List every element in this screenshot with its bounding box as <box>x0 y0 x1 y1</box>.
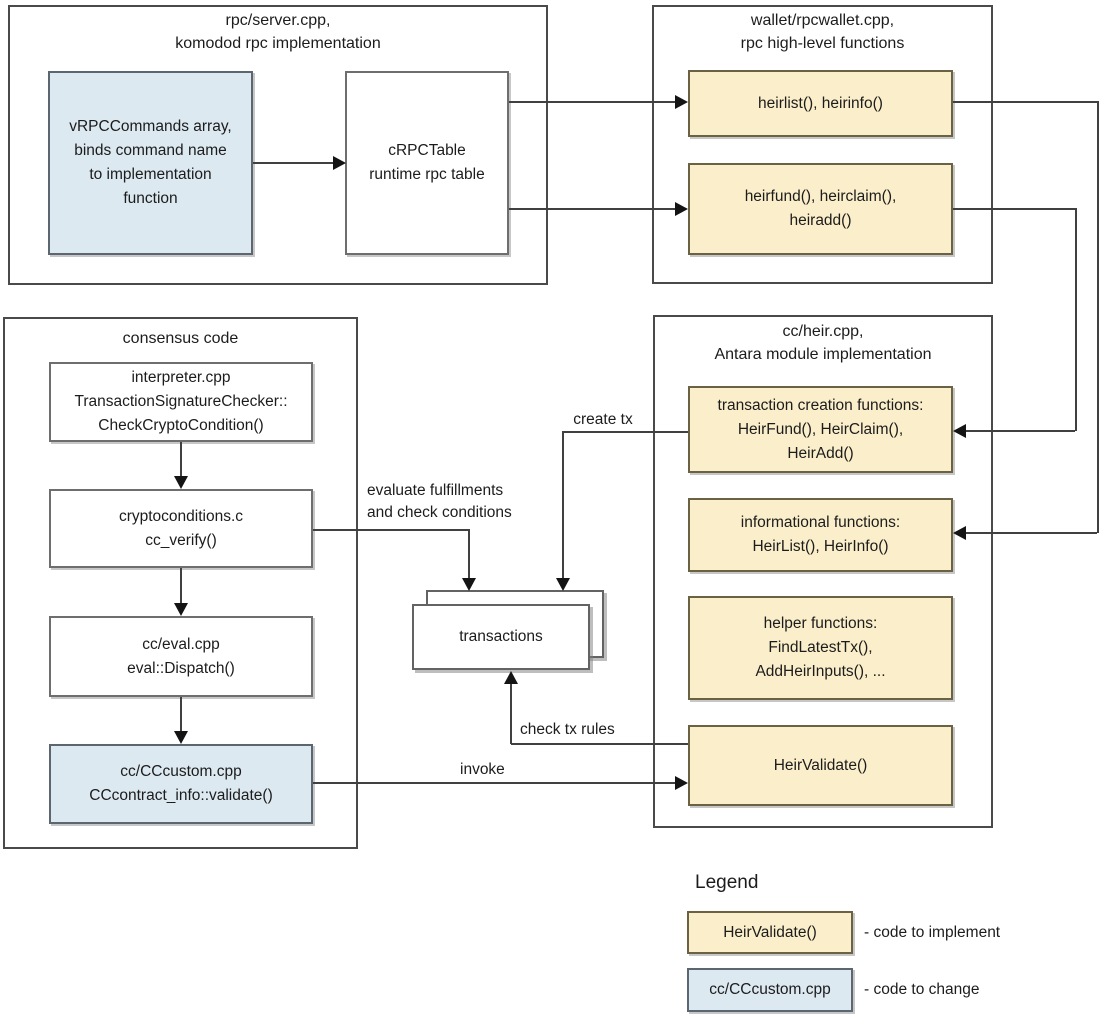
legend-heading: Legend <box>695 872 759 893</box>
tx-creation-functions-box: transaction creation functions: HeirFund… <box>688 386 953 473</box>
heir-title: cc/heir.cpp, Antara module implementatio… <box>714 323 932 363</box>
heir-validate-box: HeirValidate() <box>688 725 953 806</box>
connector-check-tx-rules-seg2 <box>510 684 512 744</box>
arrowhead-evaluate-into-transactions <box>462 578 476 591</box>
arrowhead-into-cccustom <box>174 731 188 744</box>
transactions-box: transactions <box>412 604 590 670</box>
arrowhead-into-crpctable <box>333 156 346 170</box>
connector-evaluate-seg1 <box>313 529 470 531</box>
connector-crpctable-to-heirfund <box>509 208 675 210</box>
connector-crpctable-to-heirlist <box>509 101 675 103</box>
connector-heirfund-to-txcreation-seg1 <box>953 208 1077 210</box>
arrowhead-check-tx-into-transactions <box>504 671 518 684</box>
rpc-server-title: rpc/server.cpp, komodod rpc implementati… <box>175 12 381 52</box>
connector-vrpc-to-crpctable <box>253 162 333 164</box>
cc-eval-box: cc/eval.cpp eval::Dispatch() <box>49 616 313 697</box>
arrowhead-create-tx-into-transactions <box>556 578 570 591</box>
connector-create-tx-seg1 <box>563 431 688 433</box>
connector-cceval-to-cccustom <box>180 697 182 732</box>
cc-custom-box: cc/CCcustom.cpp CCcontract_info::validat… <box>49 744 313 824</box>
connector-heirfund-to-txcreation-seg3 <box>966 430 1075 432</box>
interpreter-box: interpreter.cpp TransactionSignatureChec… <box>49 362 313 442</box>
arrowhead-into-informational <box>953 526 966 540</box>
heirlist-rpc-box: heirlist(), heirinfo() <box>688 70 953 137</box>
cryptoconditions-box: cryptoconditions.c cc_verify() <box>49 489 313 568</box>
vrpc-commands-box: vRPCCommands array, binds command name t… <box>48 71 253 255</box>
connector-evaluate-seg2 <box>468 529 470 579</box>
create-tx-label: create tx <box>563 409 643 431</box>
legend-desc-code-to-change: - code to change <box>864 981 980 998</box>
crpc-table-box: cRPCTable runtime rpc table <box>345 71 509 255</box>
legend-swatch-code-to-implement: HeirValidate() <box>687 911 853 954</box>
connector-check-tx-rules-seg1 <box>511 743 688 745</box>
arrowhead-into-txcreation <box>953 424 966 438</box>
legend-swatch-code-to-change: cc/CCcustom.cpp <box>687 968 853 1012</box>
connector-interpreter-to-cryptoconditions <box>180 442 182 477</box>
arrowhead-into-heirfund <box>675 202 688 216</box>
connector-heirlist-to-informational-seg1 <box>953 101 1099 103</box>
connector-invoke <box>313 782 675 784</box>
connector-heirlist-to-informational-seg2 <box>1097 101 1099 533</box>
connector-cryptoconditions-to-cceval <box>180 568 182 604</box>
connector-create-tx-seg2 <box>562 431 564 578</box>
check-tx-rules-label: check tx rules <box>520 719 615 741</box>
arrowhead-into-heirlist <box>675 95 688 109</box>
connector-heirfund-to-txcreation-seg2 <box>1075 208 1077 431</box>
arrowhead-into-cceval <box>174 603 188 616</box>
legend-desc-code-to-implement: - code to implement <box>864 923 1001 941</box>
evaluate-fulfillments-label: evaluate fulfillments and check conditio… <box>367 480 512 524</box>
wallet-title: wallet/rpcwallet.cpp, rpc high-level fun… <box>740 12 905 52</box>
arrowhead-into-heirvalidate <box>675 776 688 790</box>
helper-functions-box: helper functions: FindLatestTx(), AddHei… <box>688 596 953 700</box>
arrowhead-into-cryptoconditions <box>174 476 188 489</box>
informational-functions-box: informational functions: HeirList(), Hei… <box>688 498 953 572</box>
heirfund-rpc-box: heirfund(), heirclaim(), heiradd() <box>688 163 953 255</box>
invoke-label: invoke <box>460 759 505 781</box>
consensus-title: consensus code <box>122 330 239 347</box>
connector-heirlist-to-informational-seg3 <box>966 532 1097 534</box>
